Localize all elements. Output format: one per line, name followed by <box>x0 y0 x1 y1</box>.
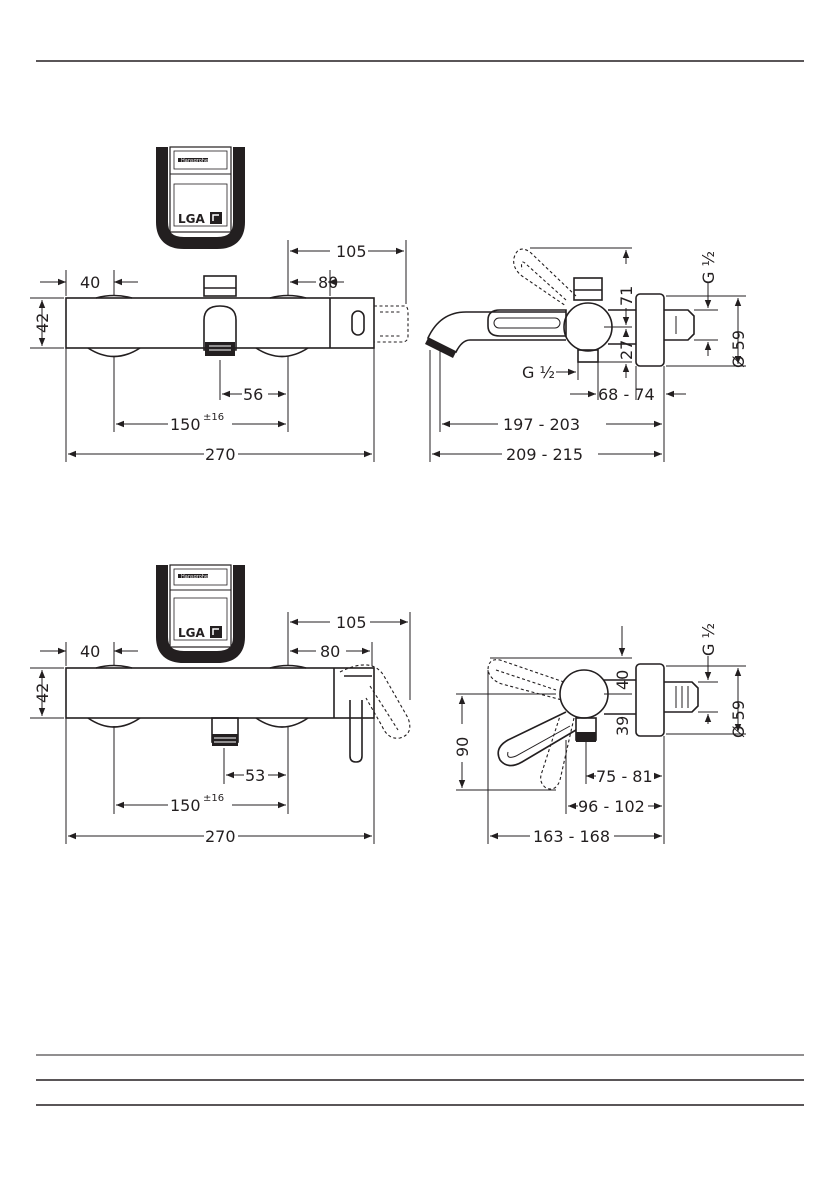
lga-badge-bottom: Hansgrohe LGA <box>162 565 239 657</box>
thread-bottom-side: G ½ <box>699 623 718 656</box>
dim-40-side: 40 <box>613 670 632 690</box>
dim-270-bottom: 270 <box>205 827 236 846</box>
lga-badge-top: Hansgrohe LGA <box>162 147 239 243</box>
dim-27: 27 <box>617 340 636 360</box>
bottom-side-view: 40 39 G ½ Ø 59 90 75 - 81 96 - 102 163 -… <box>453 623 748 846</box>
thread-bottom: G ½ <box>522 363 555 382</box>
dim-40-bottom: 40 <box>80 642 100 661</box>
dim-150-bottom: 150 <box>170 796 201 815</box>
thread-top: G ½ <box>699 251 718 284</box>
dim-197-203: 197 - 203 <box>503 415 580 434</box>
dim-209-215: 209 - 215 <box>506 445 583 464</box>
badge-logo-text: LGA <box>178 212 205 226</box>
badge-small-text: Hansgrohe <box>181 158 208 164</box>
dim-39: 39 <box>613 716 632 736</box>
dim-270: 270 <box>205 445 236 464</box>
dim-53: 53 <box>245 766 265 785</box>
dim-80-bottom: 80 <box>320 642 340 661</box>
badge-logo-text-bottom: LGA <box>178 626 205 640</box>
dim-163-168: 163 - 168 <box>533 827 610 846</box>
top-side-view: 71 27 G ½ Ø 59 G ½ 68 - 74 197 - 203 209… <box>425 248 748 464</box>
dim-150-tolerance-bottom: ±16 <box>203 793 224 804</box>
dim-71: 71 <box>617 286 636 306</box>
dim-80: 80 <box>318 273 338 292</box>
dim-40: 40 <box>80 273 100 292</box>
dim-42-bottom: 42 <box>33 683 52 703</box>
dim-diameter-59: Ø 59 <box>729 330 748 368</box>
dim-42: 42 <box>33 313 52 333</box>
badge-small-text-bottom: Hansgrohe <box>181 574 208 580</box>
dim-75-81: 75 - 81 <box>596 767 653 786</box>
dim-68-74: 68 - 74 <box>598 385 655 404</box>
dim-96-102: 96 - 102 <box>578 797 645 816</box>
dim-150-tolerance: ±16 <box>203 412 224 423</box>
top-front-view: 40 42 105 80 56 150 ±16 270 <box>30 240 408 464</box>
dim-90: 90 <box>453 737 472 757</box>
dim-150: 150 <box>170 415 201 434</box>
dim-105-bottom: 105 <box>336 613 367 632</box>
dim-105: 105 <box>336 242 367 261</box>
dim-56: 56 <box>243 385 263 404</box>
dim-diameter-59-side: Ø 59 <box>729 700 748 738</box>
